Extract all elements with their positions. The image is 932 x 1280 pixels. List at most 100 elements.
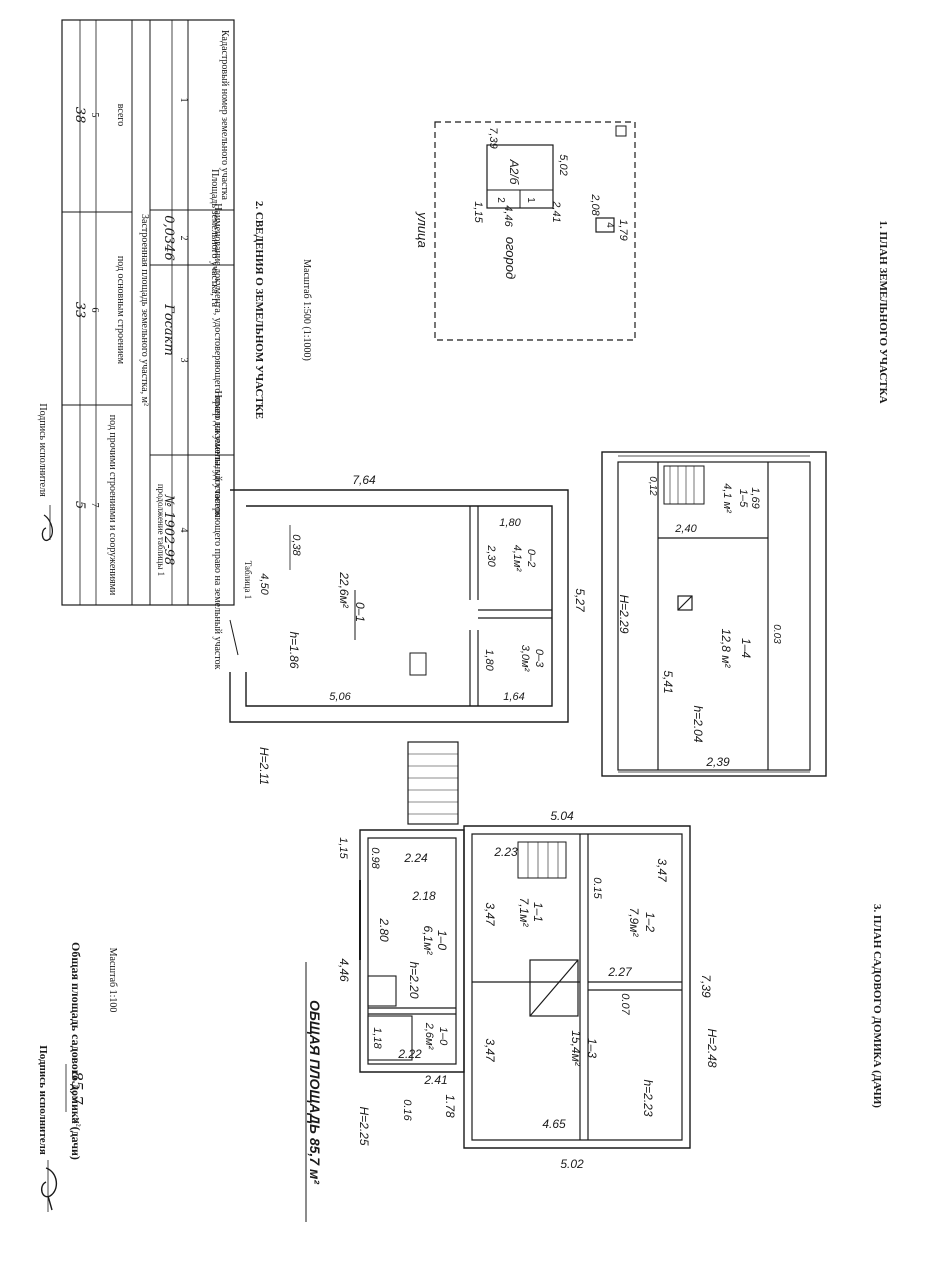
ground-dim-098: 0.98 [369, 847, 381, 869]
table-signature-label: Подпись исполнителя [37, 403, 48, 497]
ground-room-12-area: 7,9м² [627, 908, 641, 938]
attic-floor-plan: 1–5 4,1 м² 1–4 12,8 м² h=2.04 0,12 1,69 … [601, 451, 827, 777]
table-signature-mark [41, 514, 54, 542]
site-plan: улица огород А2/б 7,39 5,02 2,41 4,46 1,… [415, 121, 636, 341]
ground-dim-347a: 3,47 [655, 858, 669, 883]
built-header-main: под основным строением [115, 256, 126, 365]
built-col-6: 6 [89, 308, 100, 313]
land-info-heading: 2. СВЕДЕНИЯ О ЗЕМЕЛЬНОМ УЧАСТКЕ [253, 201, 265, 419]
ground-dim-222: 2.22 [397, 1047, 422, 1061]
value-doc-number: № 1902-98 [161, 494, 176, 565]
site-dim-241: 2,41 [550, 200, 562, 222]
mansard-room-02-area: 4,1м² [511, 545, 523, 572]
table-header-area: Площадь земельного участка, га [209, 169, 220, 307]
house-scale-label: Масштаб 1:100 [107, 948, 118, 1013]
attic-dim-541: 5,41 [661, 670, 675, 693]
site-dim-115: 1,15 [472, 201, 484, 223]
mansard-room-03-area: 3,0м² [519, 645, 531, 672]
mansard-room-01-code: 0–1 [353, 602, 367, 622]
land-scale-label: Масштаб 1:500 (1:1000) [301, 259, 312, 361]
land-info-table: Кадастровый номер земельного участка Пло… [37, 19, 253, 670]
mansard-dim-038: 0,38 [290, 534, 302, 556]
mansard-room-03-code: 0–3 [533, 649, 545, 668]
attic-dim-169: 1,69 [749, 487, 761, 508]
mansard-dim-230: 2,30 [485, 544, 497, 567]
ground-dim-280: 2.80 [377, 917, 391, 942]
mansard-dim-764: 7,64 [352, 473, 376, 487]
ground-dim-347b: 3,47 [483, 902, 497, 927]
ground-dim-115: 1,15 [337, 837, 349, 859]
continuation-label: продолжение таблицы 1 [156, 484, 166, 576]
ground-room-12-code: 1–2 [643, 912, 657, 932]
house-plan-heading: 3. ПЛАН САДОВОГО ДОМИКА (ДАЧИ) [871, 904, 883, 1108]
built-value-total: 38 [72, 107, 87, 124]
ground-dim-241: 2.41 [423, 1073, 447, 1087]
mansard-dim-450: 4,50 [258, 573, 270, 595]
ground-height-248: H=2.48 [705, 1028, 719, 1067]
site-mark-2: 2 [495, 197, 506, 203]
site-garden-label: огород [503, 237, 518, 279]
built-area-header: Застроенная площадь земельного участка, … [139, 214, 150, 406]
site-dim-208: 2,08 [589, 193, 601, 216]
mansard-outer-height: H=2.11 [257, 747, 271, 785]
site-mark-4: 4 [604, 222, 615, 228]
ground-room-10b-code: 1–0 [437, 1027, 449, 1046]
built-value-other: 5 [72, 501, 87, 509]
ground-dim-504: 5.04 [550, 809, 574, 823]
footer-total-label: Общая площадь садового домика (дачи) [69, 942, 83, 1160]
col-num-3: 3 [178, 358, 189, 363]
ground-room-10b-area: 2,6м² [423, 1022, 435, 1050]
ground-dim-118: 1,18 [371, 1027, 383, 1049]
mansard-room-01-height: h=1.86 [287, 631, 301, 668]
ground-dim-224: 2.24 [403, 851, 428, 865]
ground-room-11-area: 7,1м² [517, 898, 531, 928]
ground-dim-178: 1.78 [443, 1094, 457, 1118]
footer-total-unit: м² [71, 1117, 82, 1126]
col-num-2: 2 [178, 236, 189, 241]
attic-room-14-area: 12,8 м² [719, 629, 733, 669]
ground-room-10a-height: h=2.20 [407, 961, 421, 998]
built-header-other: под прочими строениями и сооружениями [107, 415, 118, 596]
built-col-5: 5 [89, 113, 100, 118]
ground-height-225: H=2.25 [357, 1106, 371, 1145]
site-street-label: улица [415, 211, 430, 248]
attic-room-15-code: 1–5 [737, 489, 749, 508]
built-header-total: всего [115, 104, 126, 127]
ground-dim-347c: 3,47 [483, 1038, 497, 1063]
site-dim-446: 4,46 [502, 205, 514, 227]
built-value-main: 33 [72, 302, 87, 319]
attic-dim-240: 2,40 [674, 523, 697, 535]
ground-floor-plan: 1–0 6,1м² h=2.20 1–0 2,6м² 1–1 7,1м² 1–2… [305, 741, 719, 1222]
ground-room-10a-code: 1–0 [435, 930, 449, 950]
attic-dim-239: 2,39 [705, 755, 730, 769]
ground-dim-223: 2.23 [493, 845, 518, 859]
mansard-dim-164: 1,64 [503, 691, 524, 703]
mansard-floor-plan: 0–1 22,6м² h=1.86 0–2 4,1м² 0–3 3,0м² 7,… [229, 473, 587, 785]
attic-room-14-height: h=2.04 [691, 705, 705, 742]
table-header-doc-number: Номер документа, удостоверяющего право н… [212, 391, 223, 670]
footer-signature-mark [40, 1167, 57, 1211]
ground-total-area: ОБЩАЯ ПЛОЩАДЬ 85,7 м² [307, 1000, 323, 1184]
attic-dim-012: 0,12 [647, 476, 658, 496]
col-num-1: 1 [178, 98, 189, 103]
ground-dim-465: 4.65 [542, 1117, 566, 1131]
attic-room-14-code: 1–4 [739, 638, 753, 658]
mansard-room-01-area: 22,6м² [337, 571, 351, 609]
ground-room-11-code: 1–1 [531, 902, 545, 922]
mansard-dim-506: 5,06 [329, 691, 351, 703]
footer-total-value: 85,7 [68, 1071, 86, 1105]
table-header-cadastral: Кадастровый номер земельного участка [219, 30, 230, 201]
attic-outer-height: H=2.29 [617, 594, 631, 633]
site-dim-739: 7,39 [487, 127, 499, 148]
site-shed [595, 217, 615, 233]
ground-dim-218: 2.18 [411, 889, 436, 903]
site-dim-502: 5,02 [557, 154, 569, 175]
attic-room-15-area: 4,1 м² [721, 483, 733, 513]
site-mark-1: 1 [525, 197, 536, 203]
ground-dim-016: 0.16 [401, 1099, 413, 1121]
mansard-dim-180b: 1,80 [483, 649, 495, 671]
value-doc-name: Госакт [161, 303, 176, 356]
attic-dim-003: 0.03 [771, 624, 782, 644]
ground-room-13-height: h=2.23 [641, 1079, 655, 1116]
ground-dim-502: 5.02 [560, 1157, 584, 1171]
